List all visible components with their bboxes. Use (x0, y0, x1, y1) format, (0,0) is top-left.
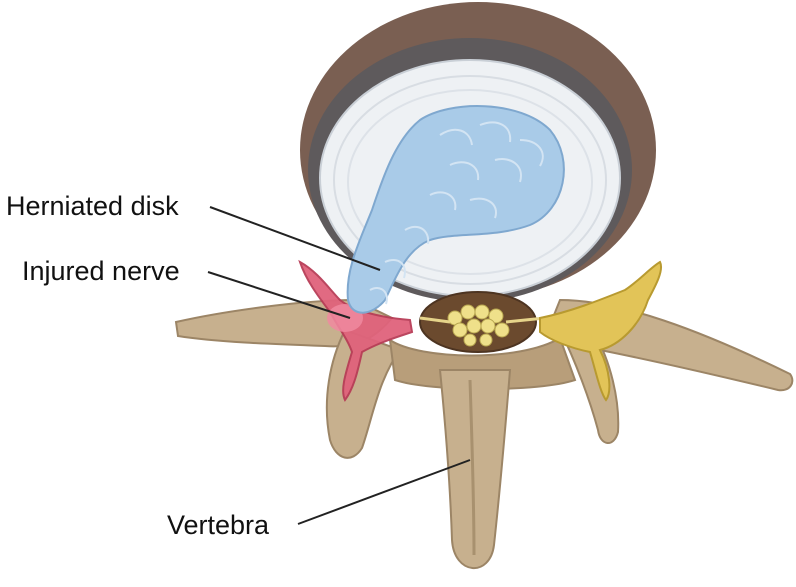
leader-line-vertebra (298, 460, 470, 524)
injured-nerve-label: Injured nerve (22, 258, 180, 285)
herniated-disk-label: Herniated disk (6, 193, 179, 220)
vertebra-label: Vertebra (167, 512, 269, 539)
